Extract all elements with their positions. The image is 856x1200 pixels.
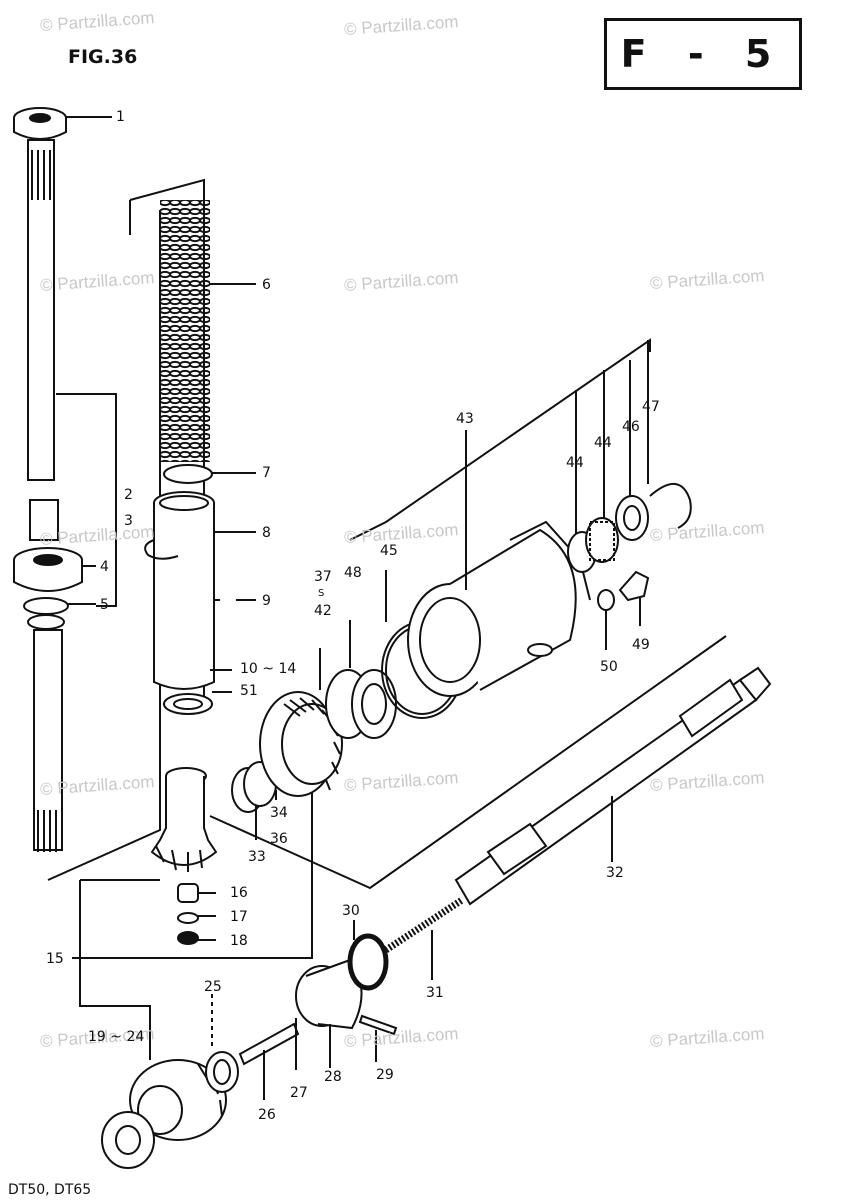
callout-5[interactable]: 5 bbox=[100, 597, 109, 613]
callout-34[interactable]: 34 bbox=[270, 805, 288, 821]
callout-6[interactable]: 6 bbox=[262, 277, 271, 293]
part-4-bearing bbox=[13, 547, 96, 592]
callout-42[interactable]: 42 bbox=[314, 603, 332, 619]
callout-16[interactable]: 16 bbox=[230, 885, 248, 901]
part-2-drive-shaft bbox=[27, 139, 63, 852]
part-5-ring bbox=[23, 597, 96, 630]
callout-46[interactable]: 46 bbox=[622, 419, 640, 435]
callout-49[interactable]: 49 bbox=[632, 637, 650, 653]
callout-17[interactable]: 17 bbox=[230, 909, 248, 925]
callout-1[interactable]: 1 bbox=[116, 109, 125, 125]
model-footer: DT50, DT65 bbox=[8, 1182, 92, 1198]
callout-48[interactable]: 48 bbox=[344, 565, 362, 581]
callout-50[interactable]: 50 bbox=[600, 659, 618, 675]
callout-33[interactable]: 33 bbox=[248, 849, 266, 865]
callout-32[interactable]: 32 bbox=[606, 865, 624, 881]
callout-2[interactable]: 2 bbox=[124, 487, 133, 503]
callout-18[interactable]: 18 bbox=[230, 933, 248, 949]
part-1-bushing bbox=[13, 107, 112, 140]
callout-19-24[interactable]: 19 ~ 24 bbox=[88, 1029, 145, 1045]
part-9-tube bbox=[144, 491, 256, 690]
part-43-bearing-housing bbox=[407, 430, 591, 697]
figure-title: FIG.36 bbox=[68, 46, 138, 68]
callout-27[interactable]: 27 bbox=[290, 1085, 308, 1101]
callout-29[interactable]: 29 bbox=[376, 1067, 394, 1083]
part-37-forward-gear bbox=[259, 648, 343, 797]
callout-30[interactable]: 30 bbox=[342, 903, 360, 919]
callout-15[interactable]: 15 bbox=[46, 951, 64, 967]
part-6-spring bbox=[160, 200, 256, 462]
callout-26[interactable]: 26 bbox=[258, 1107, 276, 1123]
callout-8[interactable]: 8 bbox=[262, 525, 271, 541]
callout-47[interactable]: 47 bbox=[642, 399, 660, 415]
page-code-box: F - 5 bbox=[604, 18, 802, 90]
callout-7[interactable]: 7 bbox=[262, 465, 271, 481]
callout-37[interactable]: 37 bbox=[314, 569, 332, 585]
callout-51[interactable]: 51 bbox=[240, 683, 258, 699]
part-28-clutch bbox=[295, 958, 363, 1070]
part-32-propeller-shaft bbox=[454, 666, 772, 906]
callout-3[interactable]: 3 bbox=[124, 513, 133, 529]
callout-44-left[interactable]: 44 bbox=[566, 455, 584, 471]
callout-43[interactable]: 43 bbox=[456, 411, 474, 427]
callout-9[interactable]: 9 bbox=[262, 593, 271, 609]
callout-31[interactable]: 31 bbox=[426, 985, 444, 1001]
callout-45[interactable]: 45 bbox=[380, 543, 398, 559]
callout-36[interactable]: 36 bbox=[270, 831, 288, 847]
callout-4[interactable]: 4 bbox=[100, 559, 109, 575]
range-symbol: S bbox=[318, 588, 325, 599]
part-15-pinion bbox=[150, 767, 218, 872]
callout-25[interactable]: 25 bbox=[204, 979, 222, 995]
part-19-reverse-gear bbox=[101, 1059, 227, 1169]
callout-44-right[interactable]: 44 bbox=[594, 435, 612, 451]
callout-28[interactable]: 28 bbox=[324, 1069, 342, 1085]
callout-10-14[interactable]: 10 ~ 14 bbox=[240, 661, 297, 677]
